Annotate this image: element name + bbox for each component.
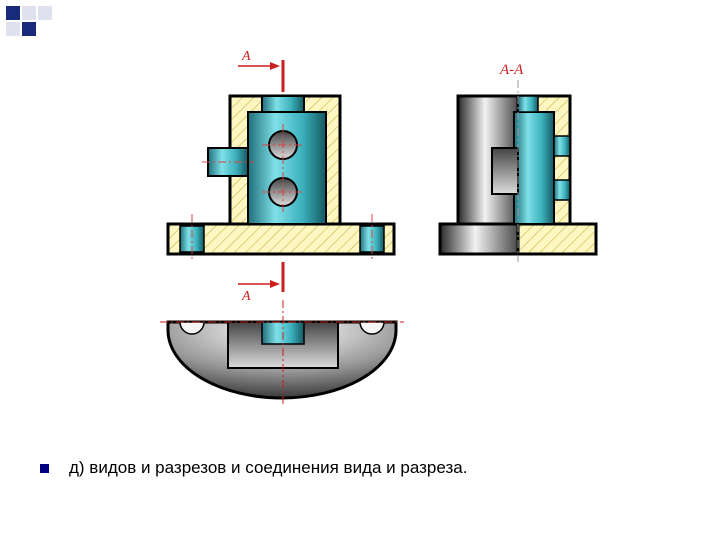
technical-drawing: A A A-A [160, 49, 598, 404]
top-view [160, 300, 404, 404]
cutting-plane-marks [238, 60, 285, 292]
side-section-view [438, 80, 598, 262]
section-view-title: A-A [499, 62, 524, 78]
slide-corner-decoration [6, 6, 52, 36]
caption-text: д) видов и разрезов и соединения вида и … [69, 458, 468, 477]
front-view [166, 94, 396, 262]
section-label-bottom: A [241, 289, 251, 304]
bullet-square-icon [40, 463, 49, 473]
section-label-top: A [241, 49, 251, 64]
caption-row: д) видов и разрезов и соединения вида и … [40, 458, 467, 478]
